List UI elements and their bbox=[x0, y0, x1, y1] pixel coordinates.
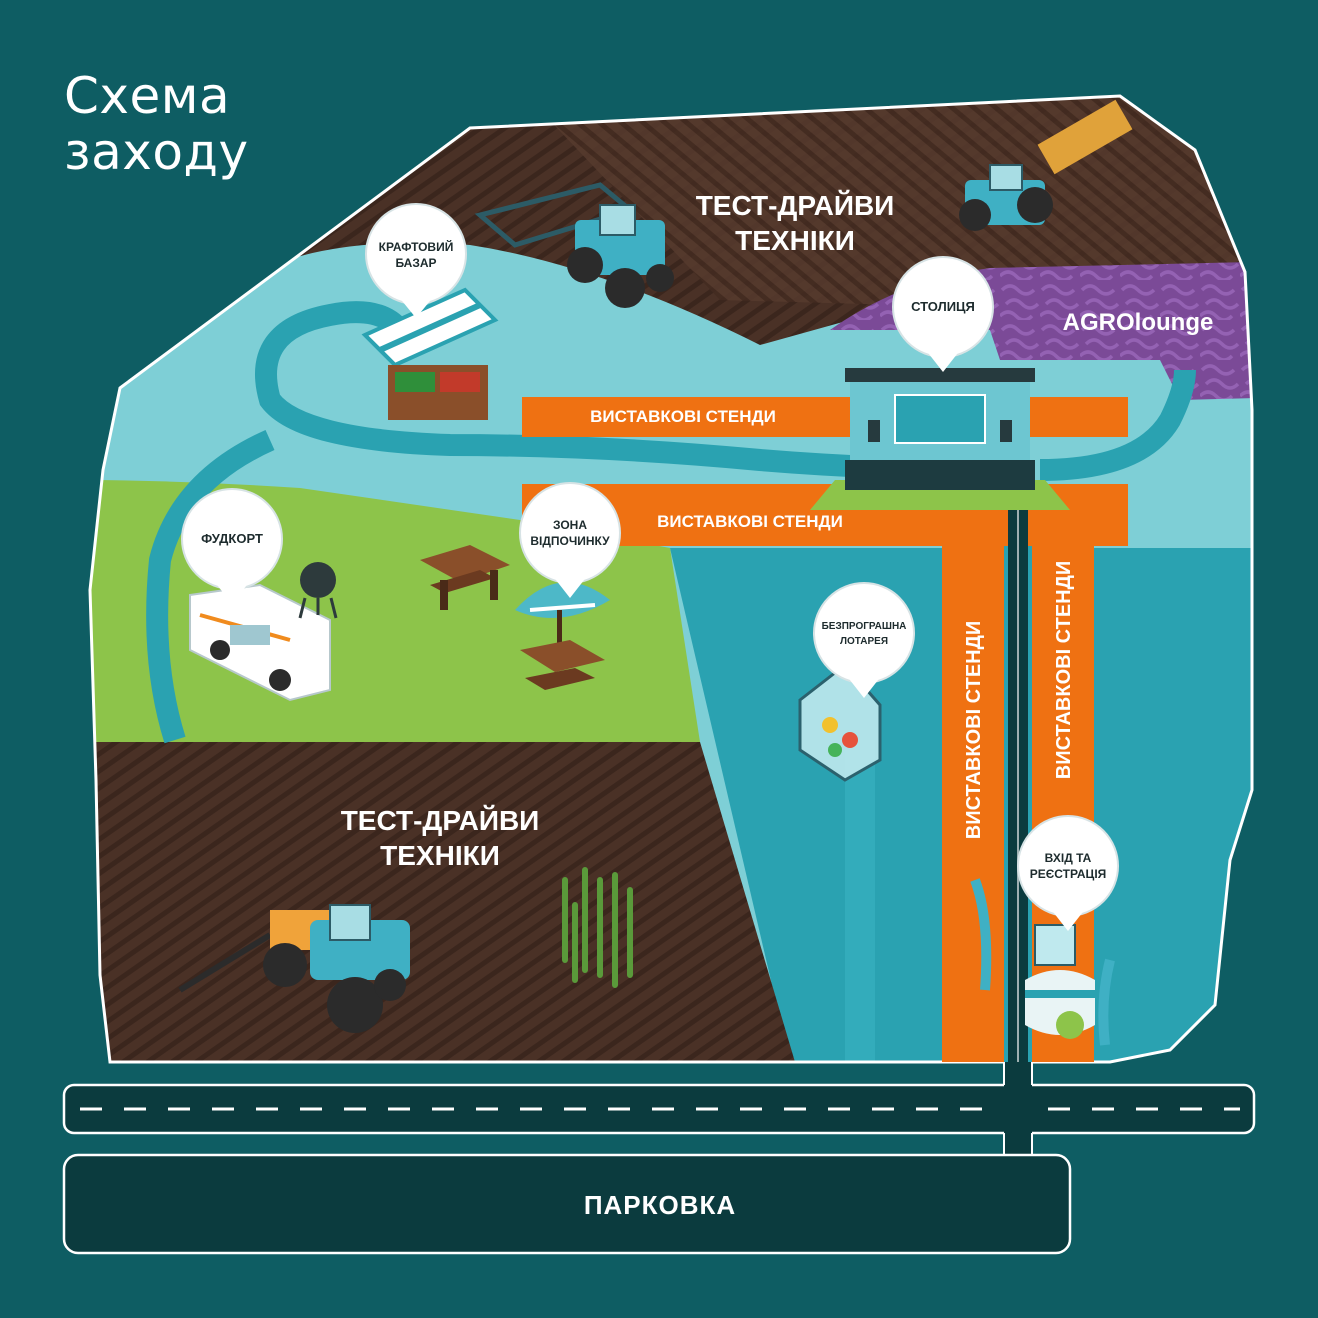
pin-craft-bazaar-line2: БАЗАР bbox=[395, 256, 436, 270]
page-title: Схема заходу bbox=[64, 67, 249, 181]
test-drive-bottom-line2: ТЕХНІКИ bbox=[380, 840, 500, 871]
pin-lottery-line2: ЛОТАРЕЯ bbox=[840, 636, 888, 647]
pin-rest-zone-line1: ЗОНА bbox=[553, 518, 587, 532]
test-drive-top-line1: ТЕСТ-ДРАЙВИ bbox=[696, 189, 895, 221]
pin-rest-zone[interactable]: ЗОНА ВІДПОЧИНКУ bbox=[519, 482, 621, 598]
pin-entrance-line2: РЕЄСТРАЦІЯ bbox=[1030, 867, 1107, 881]
picnic-table-icon bbox=[420, 545, 510, 610]
umbrella-table-icon bbox=[515, 582, 610, 690]
pin-lottery-line1: БЕЗПРОГРАШНА bbox=[822, 621, 907, 632]
stands-label-2: ВИСТАВКОВІ СТЕНДИ bbox=[657, 512, 843, 531]
pin-foodcourt[interactable]: ФУДКОРТ bbox=[181, 488, 283, 604]
tractor-seeder-icon bbox=[474, 182, 674, 308]
test-drive-top-line2: ТЕХНІКИ bbox=[735, 225, 855, 256]
test-drive-bottom-line1: ТЕСТ-ДРАЙВИ bbox=[341, 804, 540, 836]
land-outline bbox=[88, 94, 1254, 1064]
pin-rest-zone-line2: ВІДПОЧИНКУ bbox=[530, 534, 610, 548]
agrolounge-label: AGROlounge bbox=[1063, 309, 1214, 336]
tractor-sprayer-bottom-icon bbox=[178, 904, 410, 1033]
entrance-desk-icon bbox=[970, 878, 1115, 1046]
pin-entrance[interactable]: ВХІД ТА РЕЄСТРАЦІЯ bbox=[1017, 815, 1119, 931]
stands-label-vertical-1: ВИСТАВКОВІ СТЕНДИ bbox=[963, 621, 985, 840]
pin-entrance-line1: ВХІД ТА bbox=[1045, 851, 1092, 865]
stands-label-1: ВИСТАВКОВІ СТЕНДИ bbox=[590, 407, 776, 426]
parking-area bbox=[62, 1153, 1072, 1255]
pin-stolytsia[interactable]: СТОЛИЦЯ bbox=[892, 256, 994, 372]
pin-stolytsia-label: СТОЛИЦЯ bbox=[911, 299, 975, 314]
stands-strip-vertical-1 bbox=[942, 484, 1004, 1062]
pin-lottery[interactable]: БЕЗПРОГРАШНА ЛОТАРЕЯ bbox=[813, 582, 915, 698]
stands-label-vertical-2: ВИСТАВКОВІ СТЕНДИ bbox=[1053, 561, 1075, 780]
market-stall-icon bbox=[361, 287, 499, 420]
pin-foodcourt-label: ФУДКОРТ bbox=[201, 531, 263, 546]
pin-craft-bazaar[interactable]: КРАФТОВИЙ БАЗАР bbox=[365, 203, 467, 318]
tractor-sprayer-top-icon bbox=[959, 99, 1133, 231]
wheat-plants-icon bbox=[562, 867, 633, 988]
pin-craft-bazaar-line1: КРАФТОВИЙ bbox=[379, 239, 454, 254]
entrance-connector bbox=[1004, 1062, 1032, 1158]
stage-icon bbox=[810, 368, 1070, 510]
parking-label: ПАРКОВКА bbox=[584, 1190, 736, 1220]
food-truck-icon bbox=[189, 562, 338, 702]
